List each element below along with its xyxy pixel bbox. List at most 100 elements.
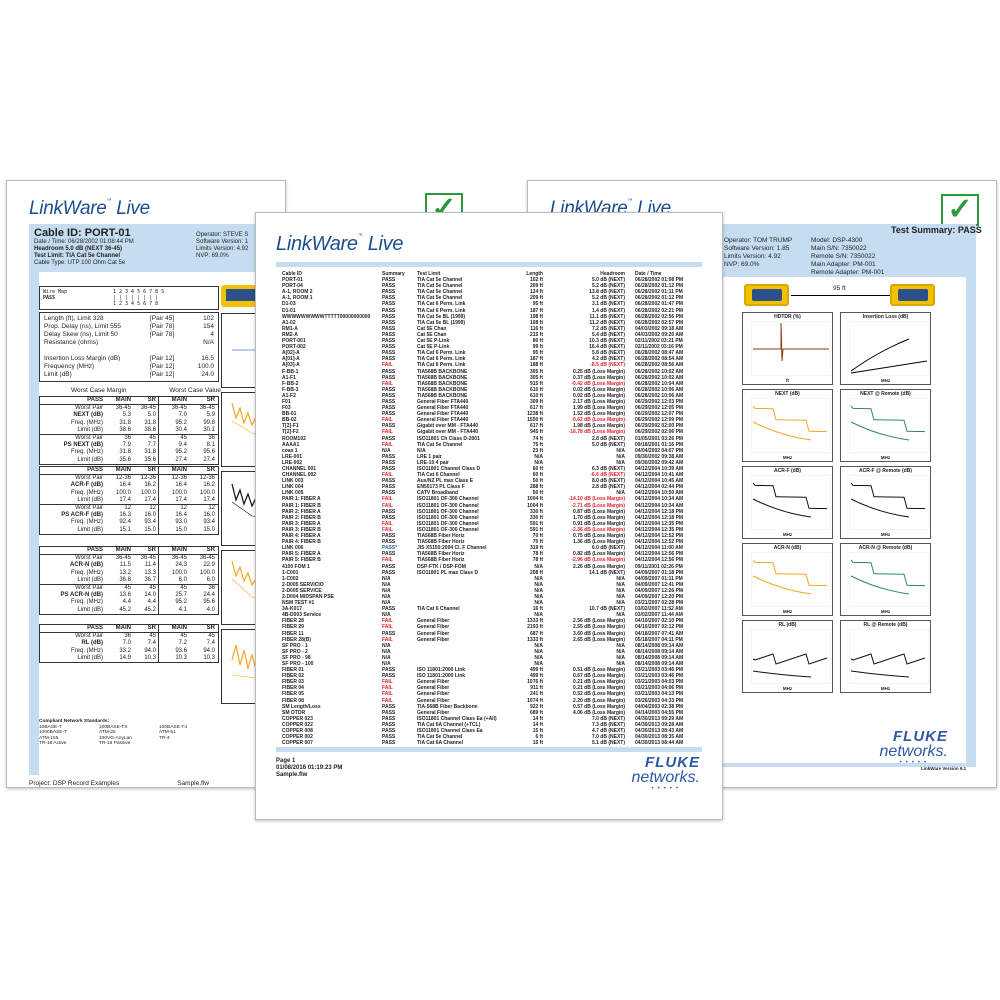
linkware-live-logo: LinkWare™ Live <box>29 198 150 219</box>
measurement-row: Delay Skew (ns), Limit 50[Pair 78]4 <box>44 331 214 338</box>
results-table: Cable ID Summary Test Limit Length Headr… <box>282 271 702 746</box>
standard-item: 10BASE-T <box>39 724 62 730</box>
standard-item: 100VG-AnyLan <box>99 735 132 741</box>
cable-type: Cable Type: UTP 100 Ohm Cat 5e <box>34 260 126 266</box>
chart-acr-f-remote-db-: ACR-F @ Remote (dB)MHz <box>840 466 931 539</box>
side-band <box>966 277 976 763</box>
tester-main-icon <box>221 285 265 307</box>
left-report-page: LinkWare™ Live Cable ID: PORT-01 Date / … <box>6 180 287 788</box>
chart-acr-n-db-: ACR-N (dB)MHz <box>742 543 833 616</box>
standard-item: ATM-51 <box>159 730 176 735</box>
table-header: Cable ID Summary Test Limit Length Headr… <box>282 271 662 277</box>
standard-item: 100BASE-TX <box>99 724 128 730</box>
test-limit: Test Limit: TIA Cat 5e Channel <box>34 253 121 259</box>
linkware-version: LinkWare Version 9.1 <box>921 766 967 771</box>
